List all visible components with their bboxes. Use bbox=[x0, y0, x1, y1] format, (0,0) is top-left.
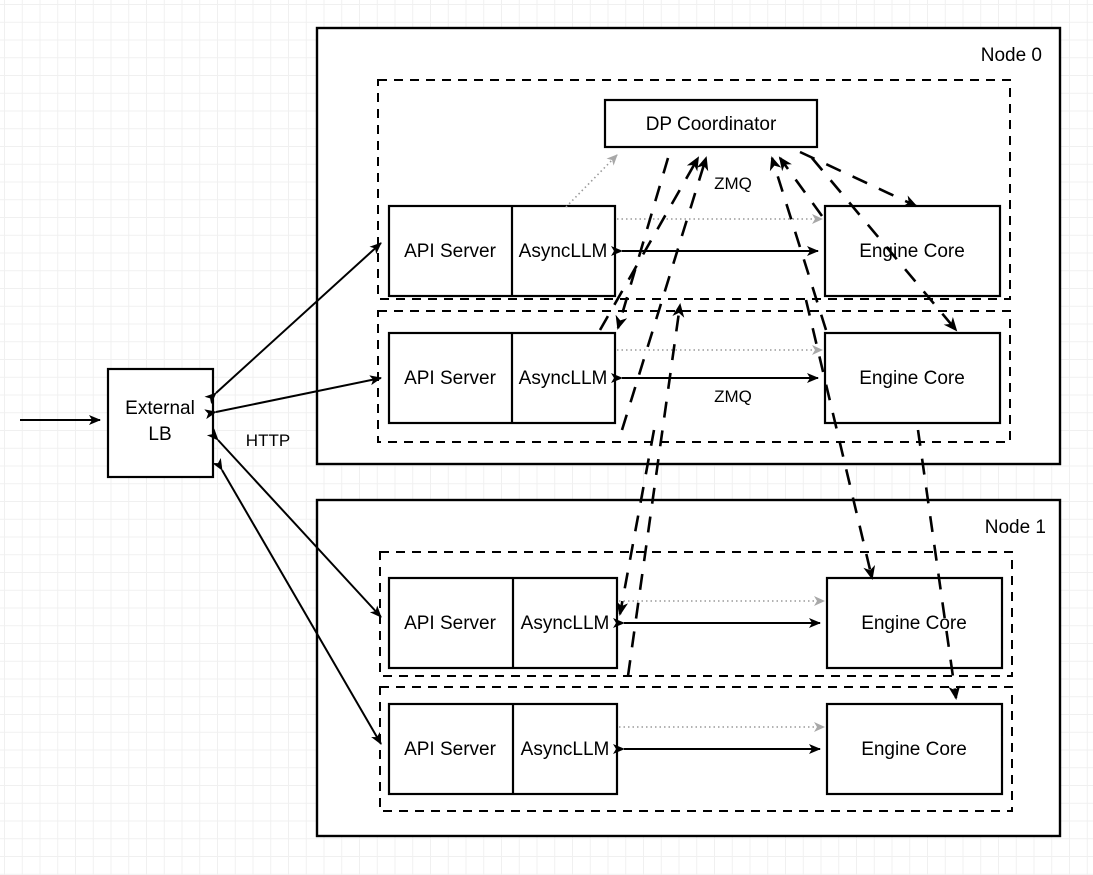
external-lb-box[interactable] bbox=[106, 367, 215, 479]
http-edge-label: HTTP bbox=[246, 431, 290, 450]
edge-dashed-node1-group0-to-coordinator bbox=[626, 303, 685, 677]
node-0-group-0-engine-core-box[interactable] bbox=[823, 204, 1002, 298]
node-0-group-1-engine-core-box[interactable] bbox=[823, 331, 1002, 425]
edge-dashed-coordinator-to-node1-group0-asyncllm bbox=[616, 429, 656, 616]
edge-dashed-coordinator-to-node0-group1-asyncllm bbox=[615, 157, 670, 330]
edge-lb-node0-group0 bbox=[204, 242, 382, 405]
dp-coordinator-label: DP Coordinator bbox=[646, 114, 777, 135]
edge-dashed-node0-group0-engine-to-coordinator bbox=[778, 156, 824, 217]
edge-lb-node0-group1 bbox=[204, 375, 382, 420]
edge-lb-node1-group1 bbox=[212, 457, 382, 745]
node-0-group-0-container bbox=[377, 79, 1011, 300]
node-1-group-0-api-server-label: API Server bbox=[404, 613, 497, 634]
edge-dashed-coordinator-to-node0-group0-engine bbox=[799, 150, 918, 208]
edge-dashed-coordinator-to-node1-group0-engine bbox=[804, 299, 876, 580]
dp-coordinator-box[interactable] bbox=[603, 98, 819, 149]
zmq-label-top: ZMQ bbox=[714, 174, 752, 193]
edge-dashed-coordinator-to-node0-group1-engine bbox=[811, 157, 958, 332]
node-1-group-0-asyncllm-label: AsyncLLM bbox=[521, 613, 610, 634]
node-1-group-1-asyncllm-label: AsyncLLM bbox=[521, 739, 610, 760]
node-1-group-1-api-server-box[interactable] bbox=[387, 702, 619, 796]
node-0-group-1-asyncllm-label: AsyncLLM bbox=[519, 368, 608, 389]
node-0-group-0-api-server-label: API Server bbox=[404, 241, 497, 262]
node-0-group-1-engine-core-label: Engine Core bbox=[859, 368, 965, 389]
zmq-label-mid: ZMQ bbox=[714, 387, 752, 406]
node-0-label: Node 0 bbox=[981, 45, 1042, 66]
node-1-group-1-engine-core-label: Engine Core bbox=[861, 739, 967, 760]
edge-dashed-node1-up-to-coordinator-a bbox=[620, 156, 709, 431]
edge-dashed-node0-group1-asyncllm-to-coordinator bbox=[598, 156, 700, 331]
external-lb-label-line2: LB bbox=[148, 424, 171, 445]
node-1-label: Node 1 bbox=[985, 517, 1046, 538]
node-0-group-0-engine-core-label: Engine Core bbox=[859, 241, 965, 262]
node-1-group-1-engine-core-box[interactable] bbox=[825, 702, 1004, 796]
node-1-group-1-api-server-label: API Server bbox=[404, 739, 497, 760]
node-1-group-0-engine-core-box[interactable] bbox=[825, 576, 1004, 670]
external-lb-label-line1: External bbox=[125, 398, 195, 419]
node-1-group-0-container bbox=[379, 551, 1013, 677]
node-0-group-0-asyncllm-label: AsyncLLM bbox=[519, 241, 608, 262]
node-1-group-0-api-server-box[interactable] bbox=[387, 576, 619, 670]
node-0-group-1-api-server-label: API Server bbox=[404, 368, 497, 389]
edge-dotted-asyncllm-to-coordinator bbox=[565, 154, 618, 208]
node-1-group-0-engine-core-label: Engine Core bbox=[861, 613, 967, 634]
node-1-group-1-container bbox=[379, 686, 1013, 812]
edge-dashed-node0-group1-engine-to-coordinator bbox=[769, 156, 828, 331]
